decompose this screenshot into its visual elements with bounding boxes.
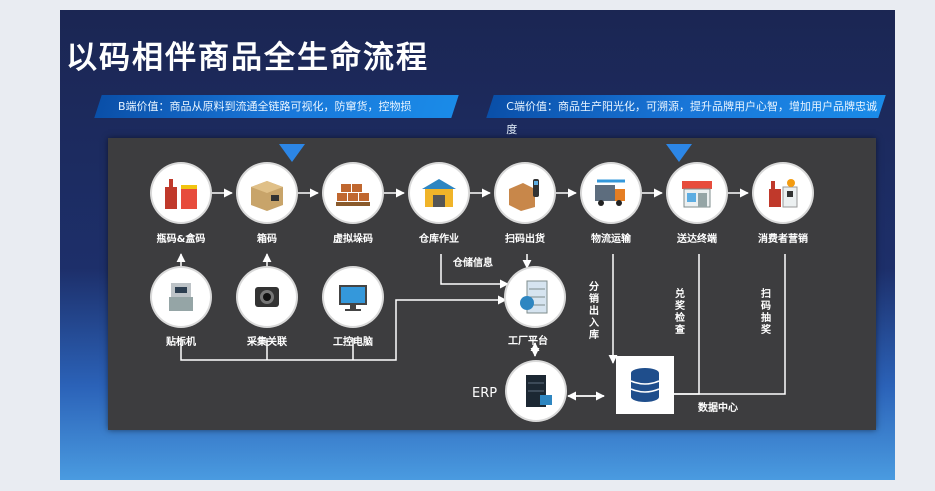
flow-label-6: 物流运输 [591,234,631,245]
page-title: 以码相伴商品全生命流程 [66,40,429,76]
monitor-icon [339,285,367,311]
flow-label-5: 扫码出货 [505,234,545,245]
scan-lottery-label: 扫码抽奖 [761,289,771,336]
database-icon [630,368,660,402]
erp-server-icon [526,375,552,407]
storage-info-line [440,254,509,289]
camera-icon [255,287,279,307]
slide: 以码相伴商品全生命流程 B端价值：商品从原料到流通全链路可视化，防窜货，控物损 … [60,10,895,480]
scan-lottery-line [665,254,786,399]
c-side-pointer-arrow [666,144,692,162]
device-label-3: 工控电脑 [333,337,373,348]
camera-node [238,268,296,326]
labeling-machine-node [152,268,210,326]
consumer-node [754,164,812,222]
warehouse-icon [422,179,456,207]
logistics-node [582,164,640,222]
pallet-node [324,164,382,222]
warehouse-node [410,164,468,222]
store-icon [682,181,712,208]
erp-label: ERP [472,386,498,401]
data-center-node [616,356,674,414]
flow-label-8: 消费者营销 [758,234,808,245]
distribution-label: 分销出入库 [589,282,599,341]
scanner-box-icon [509,179,539,211]
gift-icon [769,179,798,208]
flow-label-4: 仓库作业 [419,234,459,245]
b-side-value-banner: B端价值：商品从原料到流通全链路可视化，防窜货，控物损 [94,95,459,118]
storage-info-label: 仓储信息 [453,258,493,269]
ipc-node [324,268,382,326]
flow-label-7: 送达终端 [677,234,717,245]
truck-icon [595,179,625,206]
server-rack-icon [520,280,548,314]
carton-node [238,164,296,222]
store-node [668,164,726,222]
data-center-label: 数据中心 [698,403,738,414]
flow-label-3: 虚拟垛码 [333,234,373,245]
device-label-2: 采集关联 [247,337,287,348]
c-side-value-text: C端价值：商品生产阳光化，可溯源，提升品牌用户心智，增加用户品牌忠诚度 [506,100,877,136]
device-bus-line [180,295,507,361]
pallet-stack-icon [336,184,370,206]
erp-node [507,362,565,420]
c-side-value-banner: C端价值：商品生产阳光化，可溯源，提升品牌用户心智，增加用户品牌忠诚度 [486,95,886,136]
bottle-box-icon [165,179,197,209]
carton-icon [251,181,283,211]
redeem-check-label: 兑奖检查 [675,289,685,336]
device-label-1: 贴标机 [166,337,196,348]
b-side-value-text: B端价值：商品从原料到流通全链路可视化，防窜货，控物损 [118,100,412,113]
connector-lines [176,188,786,401]
scan-out-node [496,164,554,222]
bottle-box-node [152,164,210,222]
factory-platform-node [506,268,564,326]
b-side-pointer-arrow [279,144,305,162]
labeling-machine-icon [169,283,193,311]
flow-panel [108,138,876,430]
flow-label-1: 瓶码&盒码 [156,234,206,245]
flow-label-2: 箱码 [257,234,277,245]
factory-platform-label: 工厂平台 [508,336,548,347]
